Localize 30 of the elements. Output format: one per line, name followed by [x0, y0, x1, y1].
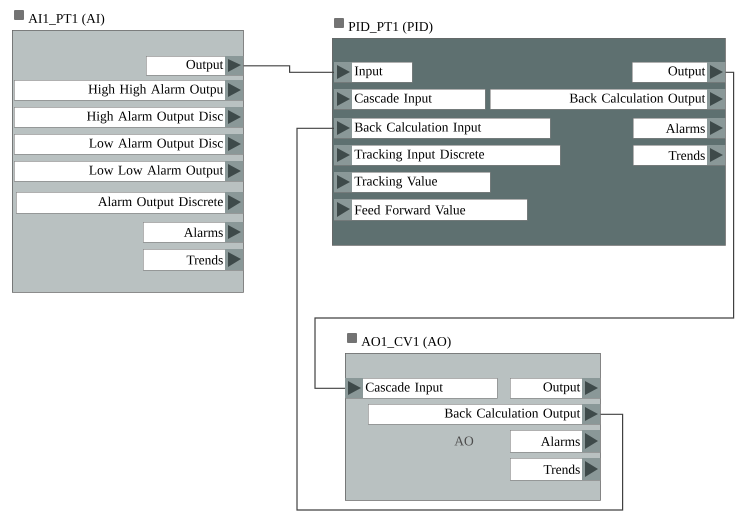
port: Feed Forward Value: [334, 199, 528, 221]
block-title: AO1_CV1 (AO): [361, 336, 451, 349]
block-title: AI1_PT1 (AI): [28, 14, 104, 26]
port: Tracking Input Discrete: [334, 145, 561, 166]
port: Back Calculation Output: [490, 89, 726, 110]
block-type-label: AO: [454, 436, 474, 446]
connector-line: [314, 72, 734, 389]
port: Tracking Value: [334, 172, 491, 193]
port: Low Low Alarm Output: [14, 161, 244, 182]
port: Input: [334, 62, 413, 83]
port: Trends: [510, 458, 601, 481]
connector-line: [296, 128, 624, 511]
port: Output: [510, 378, 601, 399]
port: Trends: [633, 145, 726, 166]
port: Back Calculation Output: [368, 404, 601, 425]
block-title: PID_PT1 (PID): [348, 22, 432, 34]
port: High High Alarm Outpu: [14, 80, 244, 101]
port: Alarms: [510, 430, 601, 453]
port: Trends: [143, 249, 244, 271]
port: Alarms: [633, 118, 726, 139]
port: Cascade Input: [334, 89, 486, 110]
port: Alarm Output Discrete: [16, 192, 244, 214]
port: Output: [146, 56, 244, 76]
connector-line: [244, 65, 334, 73]
port: Alarms: [143, 222, 244, 243]
port: High Alarm Output Disc: [14, 107, 244, 128]
port: Cascade Input: [345, 378, 498, 399]
port: Back Calculation Input: [334, 118, 551, 139]
port: Output: [632, 62, 726, 83]
port: Low Alarm Output Disc: [14, 134, 244, 155]
